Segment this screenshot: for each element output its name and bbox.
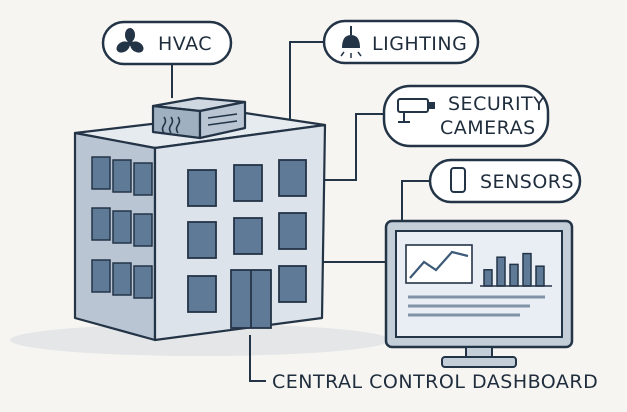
window [187, 169, 217, 207]
dashboard-bar [496, 256, 506, 287]
fan-icon [116, 28, 144, 53]
lighting-callout: LIGHTING [322, 19, 480, 65]
dashboard-label: CENTRAL CONTROL DASHBOARD [272, 371, 598, 393]
window [133, 162, 153, 196]
security-camera-icon [397, 98, 435, 123]
hvac-callout: HVAC [101, 20, 233, 66]
trend-line [409, 250, 469, 279]
window [278, 212, 307, 250]
security-cameras-callout: SECURITY CAMERAS [382, 84, 550, 148]
dashboard-label-connector [249, 335, 266, 382]
sensors-connector [401, 180, 430, 222]
security-connector [322, 113, 384, 181]
ceiling-light-icon [340, 26, 362, 58]
office-building [73, 96, 327, 342]
security-label-line2: CAMERAS [440, 117, 536, 139]
line-chart-panel [405, 244, 473, 284]
dashboard-bar [522, 252, 532, 287]
lighting-connector [289, 41, 324, 120]
monitor-neck [465, 346, 493, 358]
connector-lines [171, 41, 430, 382]
building-door [230, 269, 272, 329]
window [133, 265, 153, 299]
monitor-base [441, 356, 517, 368]
heat-waves-icon [161, 116, 181, 134]
window [187, 221, 217, 259]
window [233, 164, 263, 202]
window [187, 275, 217, 313]
window [112, 262, 132, 296]
front-windows [187, 159, 307, 313]
window [278, 265, 307, 303]
dashboard-monitor [384, 219, 574, 368]
sensors-callout: SENSORS [428, 158, 582, 204]
sensor-icon [450, 167, 466, 193]
security-label-line1: SECURITY [448, 93, 545, 115]
side-windows [91, 156, 153, 299]
window [133, 213, 153, 247]
window [91, 207, 111, 241]
sensors-label: SENSORS [480, 171, 574, 193]
window [91, 259, 111, 293]
bar-chart [483, 252, 545, 287]
lighting-label: LIGHTING [372, 33, 467, 55]
hvac-label: HVAC [158, 33, 212, 55]
window [91, 156, 111, 190]
window [112, 159, 132, 193]
window [233, 217, 263, 255]
dashboard-bar [509, 263, 519, 287]
dashboard-bar [535, 265, 545, 287]
ground-shadow [10, 324, 390, 356]
window [278, 159, 307, 197]
rooftop-hvac-unit [151, 96, 247, 140]
dashboard-bar [483, 269, 493, 287]
window [112, 210, 132, 244]
